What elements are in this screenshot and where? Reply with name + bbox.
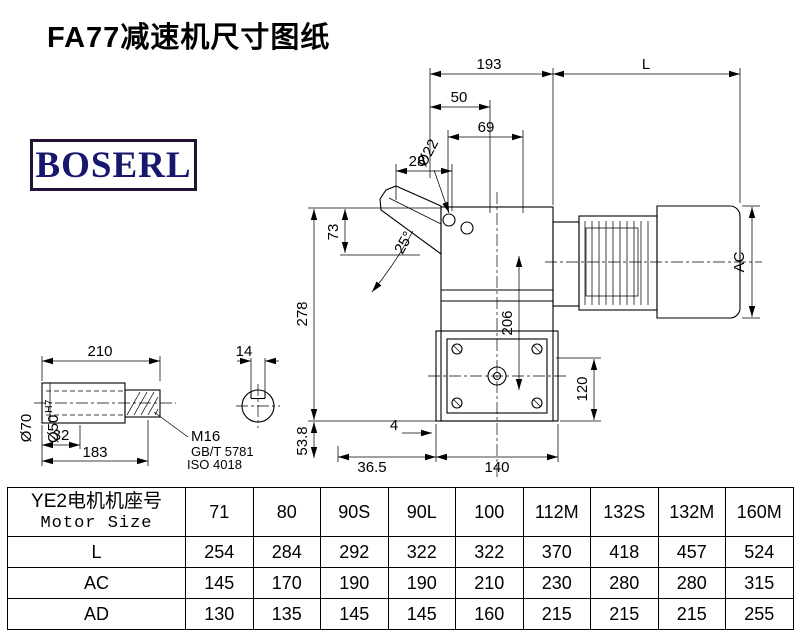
dim-25deg-label: 25° bbox=[391, 229, 417, 257]
header-cn: YE2电机机座号 bbox=[31, 490, 162, 512]
column-header: 132M bbox=[657, 487, 726, 537]
table-cell: 190 bbox=[320, 567, 389, 599]
column-header: 132S bbox=[590, 487, 659, 537]
table-cell: 292 bbox=[320, 536, 389, 568]
column-header: 160M bbox=[725, 487, 794, 537]
dim-183-label: 183 bbox=[82, 444, 107, 461]
table-cell: 215 bbox=[657, 598, 726, 630]
dim-193-label: 193 bbox=[476, 56, 501, 73]
dim-28-label: 28 bbox=[409, 153, 426, 170]
table-cell: 190 bbox=[387, 567, 456, 599]
column-header: 100 bbox=[455, 487, 524, 537]
table-cell: 215 bbox=[522, 598, 591, 630]
dim-210-label: 210 bbox=[87, 343, 112, 360]
table-cell: 145 bbox=[185, 567, 254, 599]
table-cell: 322 bbox=[387, 536, 456, 568]
row-label: L bbox=[7, 536, 186, 568]
dim-53-8-label: 53.8 bbox=[294, 426, 311, 455]
table-row-ac: AC 145 170 190 190 210 230 280 280 315 bbox=[7, 567, 794, 599]
motor-size-table: YE2电机机座号 Motor Size 71 80 90S 90L 100 11… bbox=[7, 487, 794, 630]
table-cell: 280 bbox=[657, 567, 726, 599]
table-cell: 418 bbox=[590, 536, 659, 568]
dimension-labels: 193 L 50 69 Ø22 28 73 25° 278 206 AC 120… bbox=[18, 56, 748, 476]
std-iso-label: ISO 4018 bbox=[187, 457, 242, 472]
motor-cooling-fins bbox=[584, 221, 649, 305]
dim-14-label: 14 bbox=[236, 343, 253, 360]
dim-32-label: 32 bbox=[53, 427, 70, 444]
row-label: AC bbox=[7, 567, 186, 599]
table-cell: 315 bbox=[725, 567, 794, 599]
dim-73-label: 73 bbox=[325, 224, 342, 241]
column-header: 90S bbox=[320, 487, 389, 537]
dim-l-label: L bbox=[642, 56, 650, 73]
gearbox-front-view bbox=[379, 185, 559, 422]
table-cell: 210 bbox=[455, 567, 524, 599]
table-header-row: YE2电机机座号 Motor Size 71 80 90S 90L 100 11… bbox=[7, 487, 794, 537]
table-cell: 284 bbox=[252, 536, 321, 568]
technical-drawing: 193 L 50 69 Ø22 28 73 25° 278 206 AC 120… bbox=[18, 56, 762, 480]
boserl-logo: BOSERL bbox=[30, 139, 197, 191]
column-header: 80 bbox=[252, 487, 321, 537]
table-row-l: L 254 284 292 322 322 370 418 457 524 bbox=[7, 536, 794, 568]
table-cell: 457 bbox=[657, 536, 726, 568]
input-shaft-detail bbox=[41, 382, 161, 424]
dim-h7-label: H7 bbox=[43, 399, 55, 413]
dim-dia70-label: Ø70 bbox=[18, 414, 35, 442]
table-cell: 370 bbox=[522, 536, 591, 568]
dim-206-label: 206 bbox=[499, 310, 516, 335]
table-cell: 524 bbox=[725, 536, 794, 568]
table-cell: 322 bbox=[455, 536, 524, 568]
thread-hatch bbox=[126, 391, 159, 416]
table-cell: 254 bbox=[185, 536, 254, 568]
table-cell: 135 bbox=[252, 598, 321, 630]
extension-lines bbox=[41, 68, 760, 466]
table-cell: 230 bbox=[522, 567, 591, 599]
table-cell: 170 bbox=[252, 567, 321, 599]
dimension-lines bbox=[42, 70, 756, 465]
thread-m16-label: M16 bbox=[191, 428, 220, 445]
dim-69-label: 69 bbox=[478, 119, 495, 136]
row-label: AD bbox=[7, 598, 186, 630]
motor-side-view bbox=[552, 205, 741, 319]
dim-120-label: 120 bbox=[574, 376, 591, 401]
std-gbt-label: GB/T 5781 bbox=[191, 444, 254, 459]
table-cell: 255 bbox=[725, 598, 794, 630]
column-header: 90L bbox=[387, 487, 456, 537]
column-header: 71 bbox=[185, 487, 254, 537]
dim-4-label: 4 bbox=[390, 417, 398, 434]
shaft-cross-section bbox=[241, 389, 275, 423]
table-header-cell: YE2电机机座号 Motor Size bbox=[7, 487, 186, 537]
dim-dia50-label: Ø50 bbox=[45, 415, 62, 443]
dim-36-5-label: 36.5 bbox=[357, 459, 386, 476]
dim-140-label: 140 bbox=[484, 459, 509, 476]
table-cell: 160 bbox=[455, 598, 524, 630]
dim-dia50h7-label: Ø50 H7 bbox=[43, 399, 62, 443]
table-cell: 145 bbox=[387, 598, 456, 630]
table-cell: 130 bbox=[185, 598, 254, 630]
dim-ac-label: AC bbox=[731, 251, 748, 272]
table-cell: 215 bbox=[590, 598, 659, 630]
column-header: 112M bbox=[522, 487, 591, 537]
center-lines bbox=[34, 192, 762, 480]
table-cell: 280 bbox=[590, 567, 659, 599]
table-cell: 145 bbox=[320, 598, 389, 630]
table-row-ad: AD 130 135 145 145 160 215 215 215 255 bbox=[7, 598, 794, 630]
dim-278-label: 278 bbox=[294, 301, 311, 326]
logo-text: BOSERL bbox=[35, 144, 192, 186]
header-en: Motor Size bbox=[40, 513, 153, 533]
dim-50-label: 50 bbox=[451, 89, 468, 106]
page-title: FA77减速机尺寸图纸 bbox=[47, 22, 331, 54]
